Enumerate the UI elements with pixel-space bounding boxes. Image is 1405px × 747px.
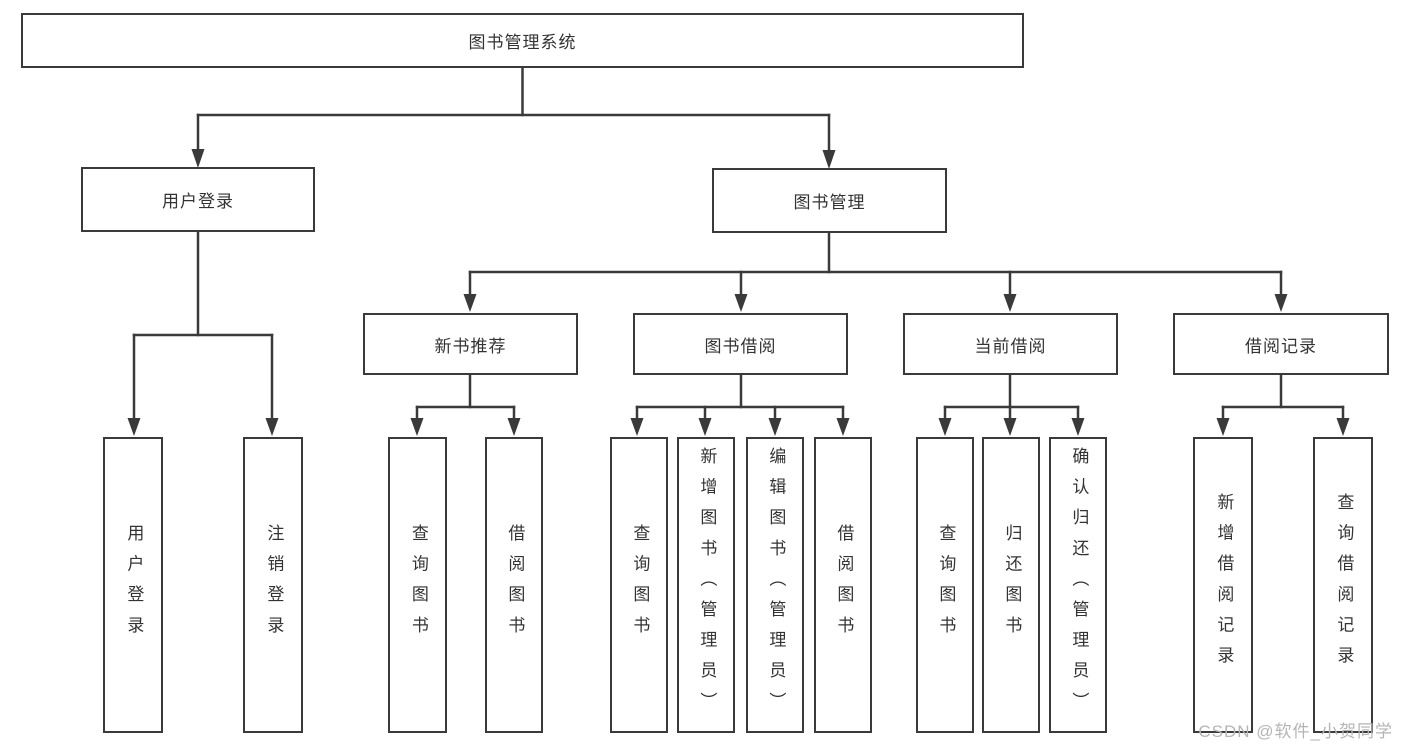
node-root-system: 图书管理系统 (21, 13, 1024, 68)
node-root-system-label: 图书管理系统 (468, 33, 577, 52)
node-book-borrowing-label: 图书借阅 (704, 336, 777, 356)
leaf-nbr-query-books: 查询图书 (388, 437, 447, 733)
leaf-bb-add-books-admin-label: 新增图书（管理员） (697, 447, 717, 723)
leaf-cb-query-books-label: 查询图书 (936, 523, 956, 647)
leaf-logout-login: 注销登录 (243, 437, 303, 733)
node-borrowing-records: 借阅记录 (1173, 313, 1389, 375)
leaf-cb-return-books: 归还图书 (982, 437, 1040, 733)
leaf-br-query-record-label: 查询借阅记录 (1334, 493, 1354, 677)
leaf-cb-confirm-return-admin: 确认归还（管理员） (1049, 437, 1107, 733)
leaf-logout-login-label: 注销登录 (264, 523, 284, 647)
leaf-br-query-record: 查询借阅记录 (1313, 437, 1373, 733)
leaf-bb-edit-books-admin-label: 编辑图书（管理员） (766, 447, 786, 723)
leaf-cb-query-books: 查询图书 (916, 437, 974, 733)
node-book-borrowing: 图书借阅 (633, 313, 848, 375)
csdn-watermark: CSDN @软件_小贺同学 (1198, 722, 1393, 741)
leaf-bb-query-books: 查询图书 (610, 437, 668, 733)
leaf-bb-borrow-books-label: 借阅图书 (834, 523, 854, 647)
node-new-book-recommend: 新书推荐 (363, 313, 578, 375)
node-book-management: 图书管理 (712, 168, 947, 233)
leaf-user-login: 用户登录 (103, 437, 163, 733)
node-book-management-label: 图书管理 (793, 193, 866, 212)
node-user-login: 用户登录 (81, 167, 315, 232)
leaf-bb-query-books-label: 查询图书 (630, 523, 650, 647)
leaf-cb-confirm-return-admin-label: 确认归还（管理员） (1069, 447, 1089, 723)
leaf-br-add-record: 新增借阅记录 (1193, 437, 1253, 733)
leaf-cb-return-books-label: 归还图书 (1002, 523, 1022, 647)
leaf-br-add-record-label: 新增借阅记录 (1214, 493, 1234, 677)
leaf-nbr-query-books-label: 查询图书 (408, 523, 428, 647)
leaf-nbr-borrow-books-label: 借阅图书 (505, 523, 525, 647)
leaf-nbr-borrow-books: 借阅图书 (485, 437, 543, 733)
leaf-bb-borrow-books: 借阅图书 (814, 437, 872, 733)
node-current-borrowing-label: 当前借阅 (974, 336, 1047, 356)
node-borrowing-records-label: 借阅记录 (1245, 336, 1317, 356)
node-user-login-label: 用户登录 (162, 192, 234, 211)
leaf-user-login-label: 用户登录 (124, 523, 144, 647)
node-new-book-recommend-label: 新书推荐 (434, 336, 507, 356)
node-current-borrowing: 当前借阅 (903, 313, 1118, 375)
leaf-bb-edit-books-admin: 编辑图书（管理员） (746, 437, 804, 733)
leaf-bb-add-books-admin: 新增图书（管理员） (677, 437, 735, 733)
